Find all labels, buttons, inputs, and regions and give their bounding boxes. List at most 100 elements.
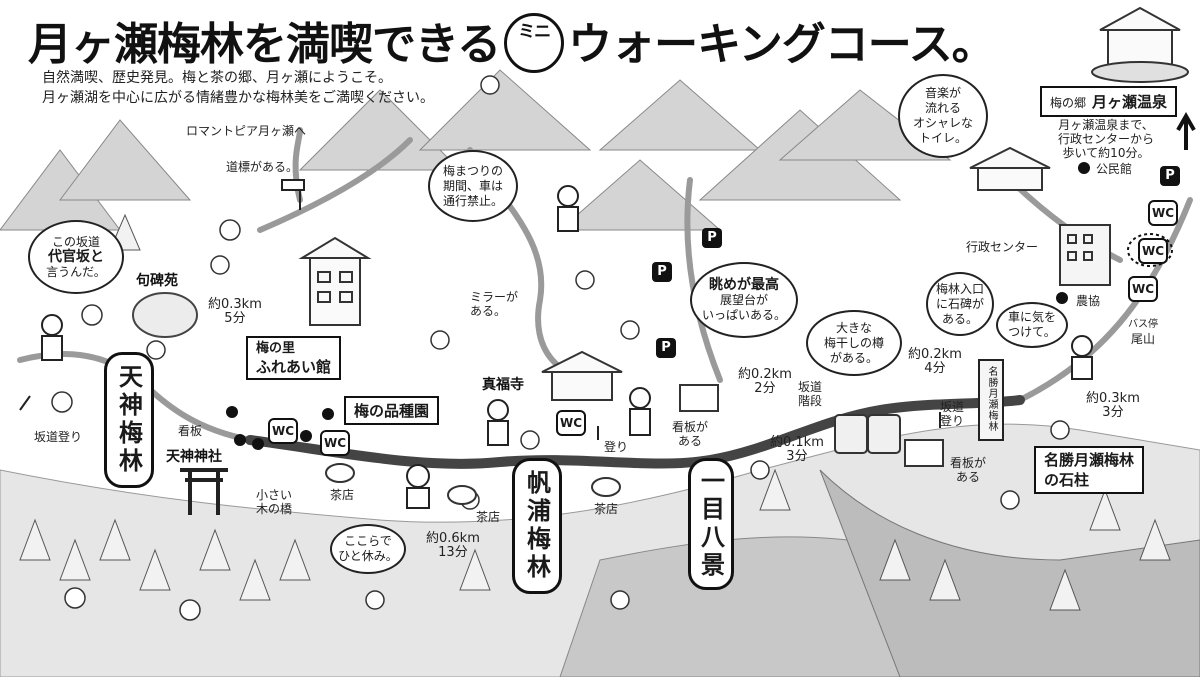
- label-slope-left: 坂道登り: [34, 430, 83, 444]
- marker-dot: [322, 408, 334, 420]
- plum-flower: [430, 330, 450, 350]
- label-gyosei: 行政センター: [966, 240, 1039, 254]
- walker-figures: [41, 185, 1093, 509]
- mini-badge: ミニ: [504, 13, 565, 73]
- plum-flower: [146, 340, 166, 360]
- label-nokyo: 農協: [1076, 294, 1101, 308]
- label-slope-steps: 坂道 階段: [798, 380, 823, 408]
- plum-flower: [179, 599, 201, 621]
- label-kanban-left: 看板: [178, 424, 203, 438]
- tree: [1049, 568, 1081, 611]
- plum-flower: [575, 270, 595, 290]
- road-right: [1017, 197, 1193, 403]
- spa-building: [1091, 6, 1189, 83]
- label-hinshuen: 梅の品種園: [344, 396, 440, 425]
- plum-flower: [1000, 490, 1020, 510]
- marker-dot: [234, 434, 246, 446]
- plum-flower: [520, 430, 540, 450]
- bubble-stone: 梅林入口に石碑がある。: [926, 272, 994, 336]
- wc-icon: WC: [1138, 238, 1168, 264]
- label-small-bridge: 小さい 木の橋: [256, 488, 293, 516]
- parking-icon: P: [702, 228, 722, 248]
- teacups: [325, 463, 621, 505]
- tree: [929, 558, 961, 601]
- kuhien-stone: [132, 292, 198, 338]
- plum-flower: [480, 75, 500, 95]
- label-teahouse-1: 茶店: [330, 488, 355, 502]
- label-mirror: ミラーが ある。: [470, 290, 519, 318]
- tree: [59, 538, 91, 581]
- gyosei-building: [1059, 224, 1111, 286]
- plum-flower: [51, 391, 73, 413]
- label-stone-pillar: 名勝月瀬梅林 の石柱: [1034, 446, 1145, 494]
- plum-flower: [219, 219, 241, 241]
- distance-3: 約0.2km 2分: [738, 367, 792, 396]
- mountain: [418, 69, 592, 151]
- plum-flower: [64, 587, 86, 609]
- distance-2: 約0.6km 13分: [426, 531, 480, 560]
- plum-flower: [1050, 420, 1070, 440]
- marker-dot: [226, 406, 238, 418]
- signpost-shape: [281, 179, 305, 210]
- ume-barrels: [834, 414, 901, 454]
- dotted-loop: [1127, 233, 1173, 267]
- tree: [1089, 488, 1121, 531]
- page-title: 月ヶ瀬梅林を満喫できるミニウォーキングコース。: [28, 8, 996, 77]
- marker-dot: [1056, 292, 1068, 304]
- label-slope-right: 坂道 登り: [940, 400, 965, 428]
- title-text-2: ウォーキングコース。: [568, 19, 995, 70]
- tree: [239, 558, 271, 601]
- shinpukuji-temple: [541, 350, 623, 401]
- label-nobori: 登り: [604, 440, 629, 454]
- distance-5: 約0.2km 4分: [908, 347, 962, 376]
- stone-pillar-shape: [978, 359, 1004, 441]
- tree: [1139, 518, 1171, 561]
- marker-dot: [300, 430, 312, 442]
- bubble-toilet: 音楽が流れるオシャレなトイレ。: [898, 74, 988, 158]
- label-tenjin-shrine: 天神神社: [166, 449, 222, 465]
- distance-1: 約0.3km 5分: [208, 297, 262, 326]
- slope-arrow: [19, 395, 31, 411]
- intro-text: 自然満喫、歴史発見。梅と茶の郷、月ヶ瀬にようこそ。 月ヶ瀬湖を中心に広がる情緒豊…: [42, 68, 434, 108]
- plum-flower: [210, 255, 230, 275]
- toilet-building: [969, 146, 1051, 191]
- plum-flower: [81, 304, 103, 326]
- torii-gate: [180, 468, 228, 515]
- parking-icon: P: [656, 338, 676, 358]
- tree: [459, 548, 491, 591]
- parking-icon: P: [652, 262, 672, 282]
- wc-icon: WC: [268, 418, 298, 444]
- walking-route: [245, 395, 1025, 469]
- mountain: [598, 79, 762, 151]
- spa-note: 月ヶ瀬温泉まで、 行政センターから 歩いて約10分。: [1058, 118, 1155, 160]
- mountain: [59, 119, 192, 201]
- label-kuhien: 句碑苑: [136, 273, 178, 289]
- label-romantopia: ロマントピア月ヶ瀬へ: [186, 124, 307, 138]
- bubble-car: 車に気をつけて。: [996, 302, 1068, 348]
- distance-4: 約0.1km 3分: [770, 435, 824, 464]
- plum-flower: [620, 320, 640, 340]
- tree: [279, 538, 311, 581]
- area-sign-houra: 帆浦梅林: [512, 458, 562, 594]
- bubble-daikansaka: この坂道代官坂と言うんだ。: [28, 220, 124, 294]
- parking-icon: P: [1160, 166, 1180, 186]
- spa-label: 梅の郷月ヶ瀬温泉: [1040, 86, 1178, 117]
- road-north: [257, 137, 413, 233]
- mountain: [558, 159, 722, 231]
- bubble-rest: ここらでひと休み。: [330, 524, 406, 574]
- marker-dot: [1078, 162, 1090, 174]
- label-bus-stop: バス停 尾山: [1128, 319, 1158, 346]
- tree: [759, 468, 791, 511]
- label-kanban-right: 看板が ある: [950, 456, 987, 484]
- intro-line: 月ヶ瀬湖を中心に広がる情緒豊かな梅林美をご満喫ください。: [42, 90, 434, 106]
- wc-icon: WC: [1148, 200, 1178, 226]
- label-kouminkan: 公民館: [1096, 162, 1133, 176]
- tree: [19, 518, 51, 561]
- tree: [879, 538, 911, 581]
- plum-flower: [750, 460, 770, 480]
- label-fureai: 梅の里 ふれあい館: [246, 336, 342, 380]
- wc-icon: WC: [320, 430, 350, 456]
- plum-flower: [610, 590, 630, 610]
